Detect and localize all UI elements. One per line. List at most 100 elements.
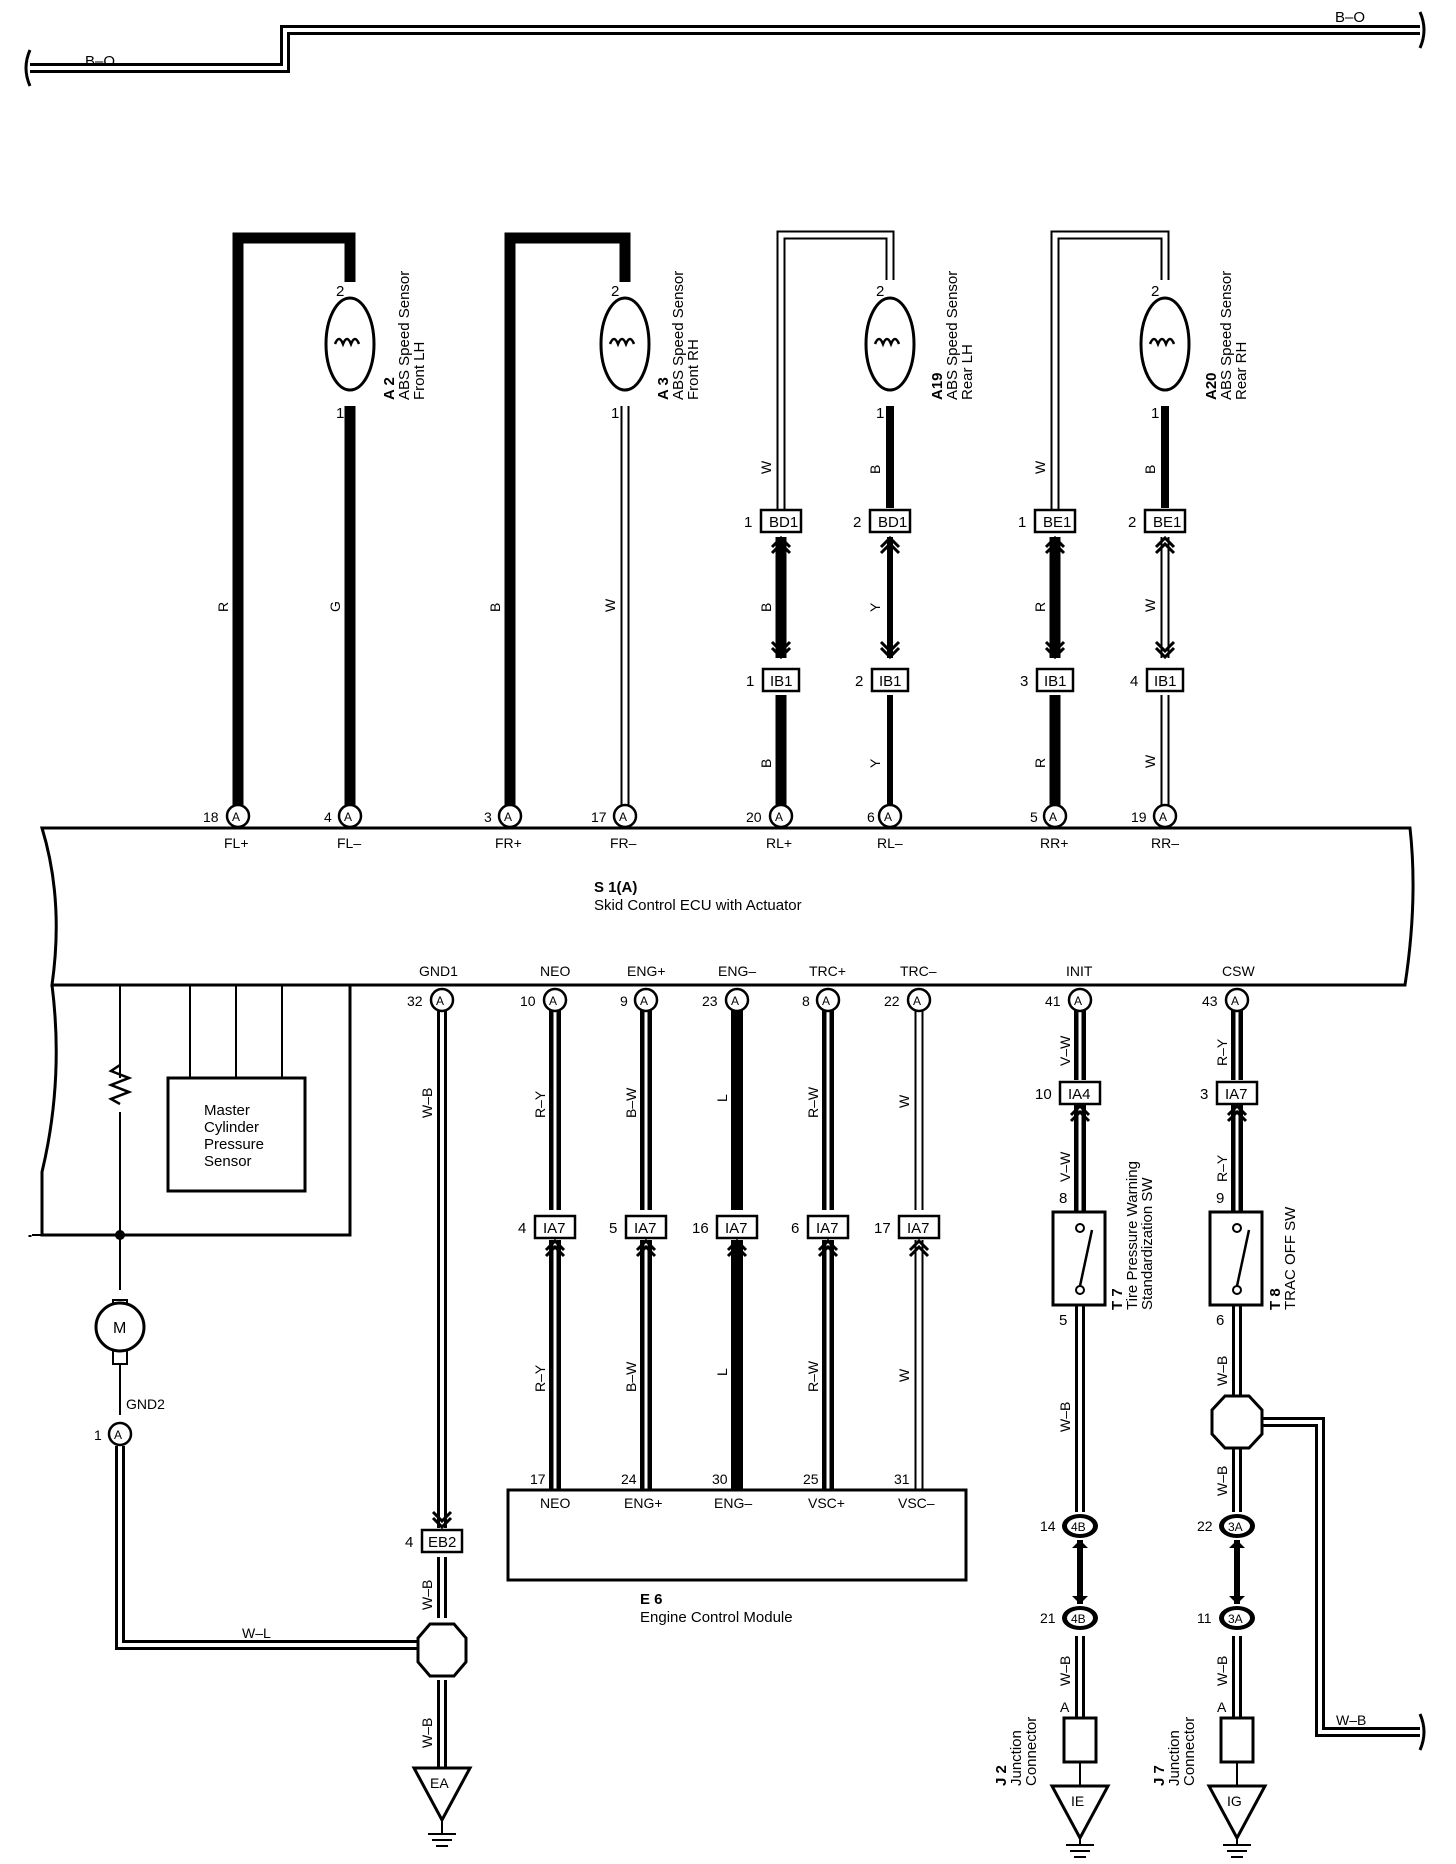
- svg-text:A: A: [549, 994, 557, 1008]
- svg-text:R–W: R–W: [805, 1360, 821, 1392]
- svg-text:3: 3: [484, 809, 492, 825]
- motor-label: M: [113, 1320, 126, 1337]
- svg-text:24: 24: [621, 1471, 637, 1487]
- svg-text:V–W: V–W: [1057, 1035, 1073, 1066]
- svg-text:20: 20: [746, 809, 762, 825]
- ground-icon-ig: IG: [1206, 1784, 1268, 1858]
- svg-text:INIT: INIT: [1066, 963, 1093, 979]
- svg-text:IA7: IA7: [634, 1220, 657, 1237]
- speed-sensor-rear-rh: 2 1 A20 ABS Speed Sensor Rear RH: [1139, 271, 1250, 422]
- svg-text:Connector: Connector: [1181, 1717, 1198, 1786]
- svg-text:Sensor: Sensor: [204, 1153, 252, 1170]
- svg-text:A: A: [1159, 810, 1167, 824]
- svg-text:W–B: W–B: [419, 1580, 435, 1610]
- svg-text:A: A: [913, 994, 921, 1008]
- sensor-wiring: [232, 230, 1170, 813]
- svg-text:ENG–: ENG–: [714, 1495, 752, 1511]
- svg-text:17: 17: [591, 809, 607, 825]
- svg-text:B: B: [758, 603, 774, 612]
- master-cylinder-pressure-sensor: Master Cylinder Pressure Sensor: [204, 1102, 264, 1170]
- svg-text:A: A: [731, 994, 739, 1008]
- svg-text:22: 22: [884, 993, 900, 1009]
- svg-text:A: A: [232, 810, 240, 824]
- junction-dot: [115, 1230, 125, 1240]
- svg-text:1: 1: [94, 1427, 102, 1443]
- svg-text:FL+: FL+: [224, 835, 249, 851]
- svg-text:IA7: IA7: [907, 1220, 930, 1237]
- svg-text:W–B: W–B: [1214, 1656, 1230, 1686]
- svg-text:W–B: W–B: [1057, 1656, 1073, 1686]
- ecu-name: Skid Control ECU with Actuator: [594, 897, 802, 914]
- svg-text:RR+: RR+: [1040, 835, 1068, 851]
- svg-text:EA: EA: [430, 1775, 449, 1791]
- svg-text:W: W: [896, 1368, 912, 1382]
- svg-text:3A: 3A: [1228, 1520, 1243, 1534]
- svg-text:1: 1: [1018, 514, 1026, 531]
- connector-ia4: IA4 10: [1035, 1080, 1102, 1106]
- svg-text:Pressure: Pressure: [204, 1136, 264, 1153]
- sensor-position: Rear RH: [1233, 342, 1250, 400]
- svg-text:R: R: [1032, 602, 1048, 612]
- svg-text:30: 30: [712, 1471, 728, 1487]
- svg-text:A: A: [1217, 1699, 1227, 1715]
- chevron-icons-upper: [770, 536, 1176, 659]
- sensor-name: ABS Speed Sensor: [944, 271, 961, 400]
- svg-text:CSW: CSW: [1222, 963, 1255, 979]
- svg-text:A: A: [822, 994, 830, 1008]
- svg-text:IG: IG: [1227, 1793, 1242, 1809]
- svg-text:Junction: Junction: [1166, 1730, 1183, 1786]
- svg-text:FR+: FR+: [495, 835, 522, 851]
- svg-text:R–W: R–W: [805, 1086, 821, 1118]
- ground-icon-ie: IE: [1049, 1784, 1111, 1858]
- svg-text:8: 8: [1059, 1190, 1067, 1207]
- svg-text:IB1: IB1: [1154, 673, 1177, 690]
- svg-text:31: 31: [894, 1471, 910, 1487]
- svg-text:Master: Master: [204, 1102, 250, 1119]
- speed-sensor-front-lh: 2 1 A 2 ABS Speed Sensor Front LH: [324, 271, 428, 422]
- svg-text:A: A: [436, 994, 444, 1008]
- svg-text:GND1: GND1: [419, 963, 458, 979]
- svg-text:4B: 4B: [1071, 1520, 1086, 1534]
- sensor-name: ABS Speed Sensor: [396, 271, 413, 400]
- svg-text:19: 19: [1131, 809, 1147, 825]
- svg-text:4: 4: [405, 1534, 413, 1551]
- svg-text:IA4: IA4: [1068, 1086, 1091, 1103]
- svg-text:TRC+: TRC+: [809, 963, 846, 979]
- svg-text:L: L: [714, 1368, 730, 1376]
- sensor-position: Rear LH: [959, 344, 976, 400]
- ground-icon-ea: EA: [411, 1766, 473, 1847]
- svg-text:10: 10: [1035, 1086, 1052, 1103]
- svg-text:A: A: [1060, 1699, 1070, 1715]
- svg-text:EB2: EB2: [428, 1534, 456, 1551]
- svg-text:3: 3: [1020, 673, 1028, 690]
- svg-text:2: 2: [855, 673, 863, 690]
- svg-text:B: B: [1142, 465, 1158, 474]
- sensor-pin-bottom: 1: [336, 405, 344, 422]
- sensor-pin-top: 2: [1151, 283, 1159, 300]
- svg-text:18: 18: [203, 809, 219, 825]
- svg-text:25: 25: [803, 1471, 819, 1487]
- svg-text:W: W: [1142, 754, 1158, 768]
- svg-text:6: 6: [867, 809, 875, 825]
- bus-label-right: B–O: [1335, 9, 1365, 26]
- engine-control-module: E 6 Engine Control Module: [506, 1488, 968, 1626]
- svg-text:9: 9: [1216, 1190, 1224, 1207]
- svg-text:22: 22: [1197, 1518, 1213, 1534]
- svg-text:41: 41: [1045, 993, 1061, 1009]
- svg-text:L: L: [714, 1094, 730, 1102]
- svg-text:Cylinder: Cylinder: [204, 1119, 259, 1136]
- svg-text:Connector: Connector: [1023, 1717, 1040, 1786]
- svg-text:10: 10: [520, 993, 536, 1009]
